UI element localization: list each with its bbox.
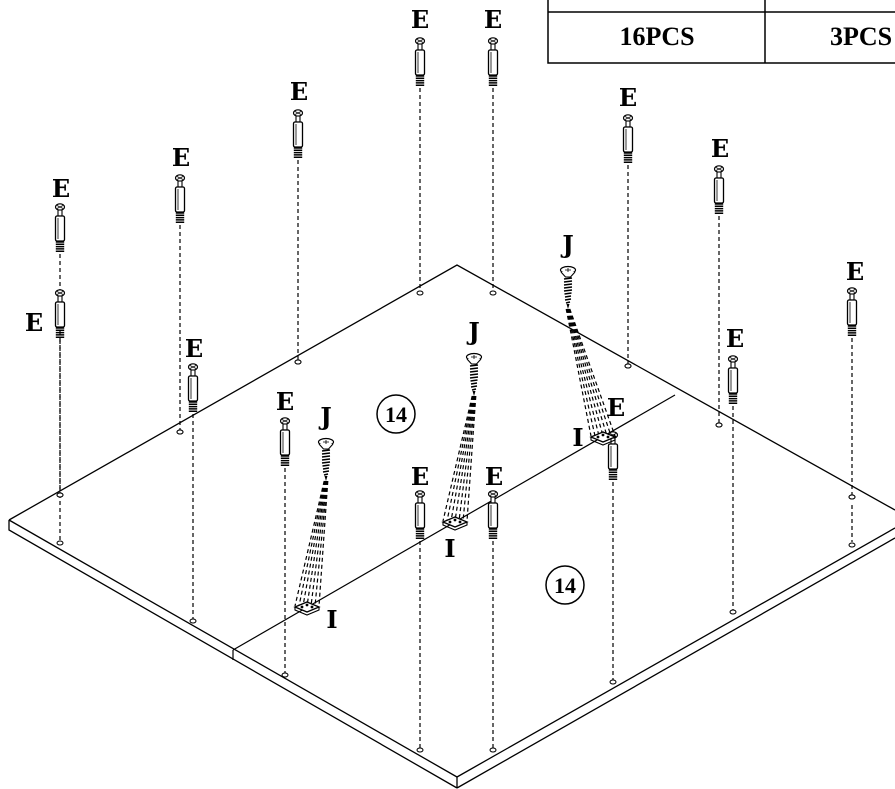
parts-table: 16PCS 3PCS [547,0,895,64]
board-hole [848,494,856,500]
cam-bolt-e: E [185,334,203,624]
label-e: E [846,257,864,286]
label-e: E [485,462,503,491]
connector-plates: I I I [294,423,616,634]
qty-connector-plates: 3PCS [830,22,892,51]
cam-bolt-e: E [846,257,864,500]
label-e: E [185,334,203,363]
screw-j: J [294,402,335,607]
label-e: E [711,134,729,163]
cam-bolt-e: E [290,77,308,365]
cam-bolt-e: E [726,324,744,615]
qty-cam-bolts: 16PCS [619,22,694,51]
board-hole [715,422,723,428]
cam-bolts: E E E E E E E E E E E E E E E [25,5,864,753]
cam-bolt-e: E [172,143,190,435]
screws: J J J [294,230,616,607]
svg-text:14: 14 [554,573,576,598]
board-hole [624,363,632,369]
board-hole [56,492,64,498]
board-hole [294,359,302,365]
label-i: I [444,534,455,563]
connector-plate-i: I [294,601,338,634]
panel-number-right: 14 [545,565,585,605]
cam-bolt-e: E [484,5,502,296]
screw-j: J [559,230,616,437]
panel-number-left: 14 [376,394,416,434]
label-e: E [172,143,190,172]
cam-bolt-e: E [276,387,294,678]
connector-plate-i: I [442,516,468,563]
label-e: E [411,5,429,34]
label-e: E [411,462,429,491]
label-j: J [466,317,479,346]
board [8,264,895,789]
cam-bolt-e: E [25,289,66,546]
label-j: J [560,230,573,259]
label-e: E [52,174,70,203]
label-i: I [572,423,583,452]
cam-bolt-e: E [607,393,625,685]
cam-bolt-e: E [485,462,503,753]
label-e: E [607,393,625,422]
connector-plate-i: I [572,423,616,452]
screw-j: J [442,317,483,522]
label-e: E [619,83,637,112]
cam-bolt-e: E [411,462,429,753]
cam-bolt-e [848,505,856,548]
cam-bolt-e: E [619,83,637,369]
svg-text:14: 14 [385,402,407,427]
label-i: I [326,605,337,634]
label-e: E [726,324,744,353]
label-e: E [25,308,43,337]
label-e: E [290,77,308,106]
label-e: E [276,387,294,416]
cam-bolt-e: E [411,5,429,296]
board-hole [176,429,184,435]
label-e: E [484,5,502,34]
cam-bolt-e: E [711,134,729,428]
label-j: J [318,402,331,431]
